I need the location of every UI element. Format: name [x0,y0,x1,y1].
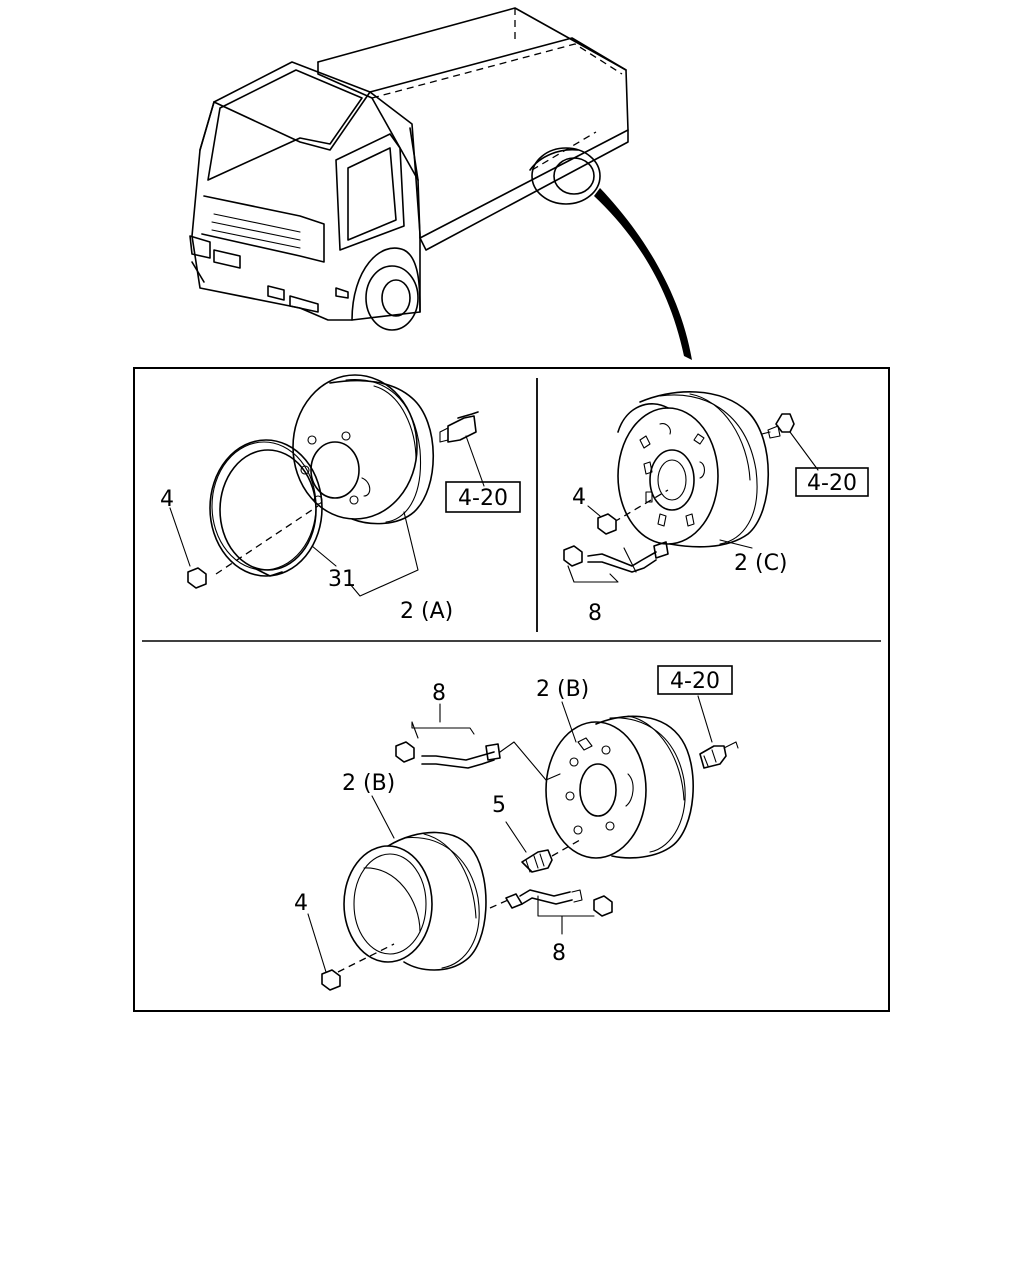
ref-box [657,665,733,695]
part-number-wheel: 2 (C) [734,551,788,576]
wheel-b-assembly: 4-20 8 2 (B) 2 (B) 5 4 8 [294,665,739,991]
part-number-ring: 31 [328,567,356,592]
ref-label: 4-20 [458,486,508,511]
ref-box [795,467,869,497]
truck-illustration [189,7,692,360]
ref-label: 4-20 [807,471,857,496]
part-number-stud: 5 [492,793,506,818]
parts-frame [133,367,890,1012]
part-number-nut: 4 [294,891,308,916]
ref-label: 4-20 [670,669,720,694]
part-number-nut: 4 [160,487,174,512]
part-number-valve-bottom: 8 [552,941,566,966]
part-number-wheel-outer: 2 (B) [342,771,395,796]
wheel-a-assembly: 4-20 4 31 2 (A) [160,374,521,624]
wheel-c-assembly: 4-20 4 8 2 (C) [563,391,869,626]
ref-box [445,481,521,513]
part-number-nut: 4 [572,485,586,510]
part-number-valve-top: 8 [432,681,446,706]
part-number-wheel: 2 (A) [400,599,453,624]
part-number-valve: 8 [588,601,602,626]
part-number-wheel-inner: 2 (B) [536,677,589,702]
